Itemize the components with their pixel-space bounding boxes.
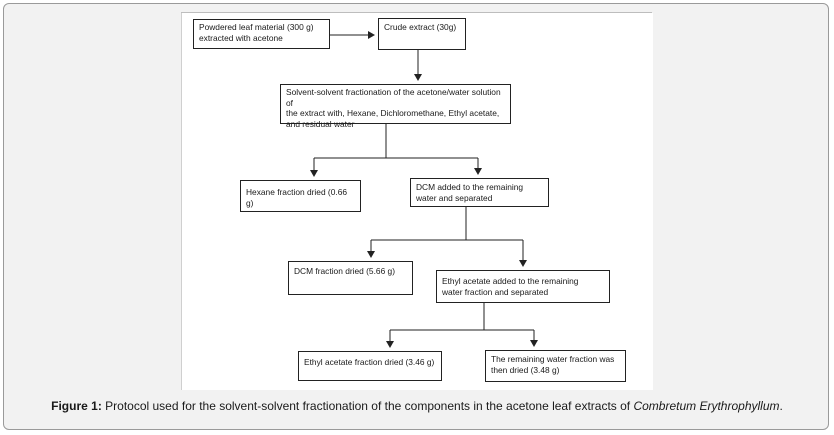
box-crude-extract-text: Crude extract (30g)	[384, 22, 457, 32]
box-powdered-leaf: Powdered leaf material (300 g) extracted…	[193, 19, 330, 49]
box-dcm-added-text: DCM added to the remaining water and sep…	[416, 182, 524, 203]
box-dcm-fraction: DCM fraction dried (5.66 g)	[288, 261, 413, 295]
box-fractionation-text: Solvent-solvent fractionation of the ace…	[286, 87, 501, 129]
caption-species: Combretum Erythrophyllum	[633, 399, 780, 413]
box-ethyl-added-text: Ethyl acetate added to the remaining wat…	[442, 276, 579, 297]
caption-text: Protocol used for the solvent-solvent fr…	[101, 399, 634, 413]
figure-caption: Figure 1: Protocol used for the solvent-…	[0, 399, 834, 413]
box-ethyl-fraction-text: Ethyl acetate fraction dried (3.46 g)	[304, 357, 435, 367]
box-dcm-added: DCM added to the remaining water and sep…	[410, 178, 549, 207]
caption-end: .	[779, 399, 783, 413]
caption-label: Figure 1:	[51, 399, 102, 413]
box-ethyl-added: Ethyl acetate added to the remaining wat…	[436, 270, 610, 303]
diagram-top-rule	[181, 12, 652, 13]
box-powdered-leaf-text: Powdered leaf material (300 g) extracted…	[199, 22, 314, 43]
box-dcm-fraction-text: DCM fraction dried (5.66 g)	[294, 266, 396, 276]
box-water-fraction-text: The remaining water fraction was then dr…	[491, 354, 615, 375]
box-hexane-fraction: Hexane fraction dried (0.66 g)	[240, 180, 361, 212]
box-water-fraction: The remaining water fraction was then dr…	[485, 350, 626, 382]
box-fractionation: Solvent-solvent fractionation of the ace…	[280, 84, 511, 129]
box-crude-extract: Crude extract (30g)	[378, 18, 466, 50]
box-ethyl-fraction: Ethyl acetate fraction dried (3.46 g)	[298, 351, 442, 381]
box-hexane-fraction-text: Hexane fraction dried (0.66 g)	[246, 187, 348, 208]
